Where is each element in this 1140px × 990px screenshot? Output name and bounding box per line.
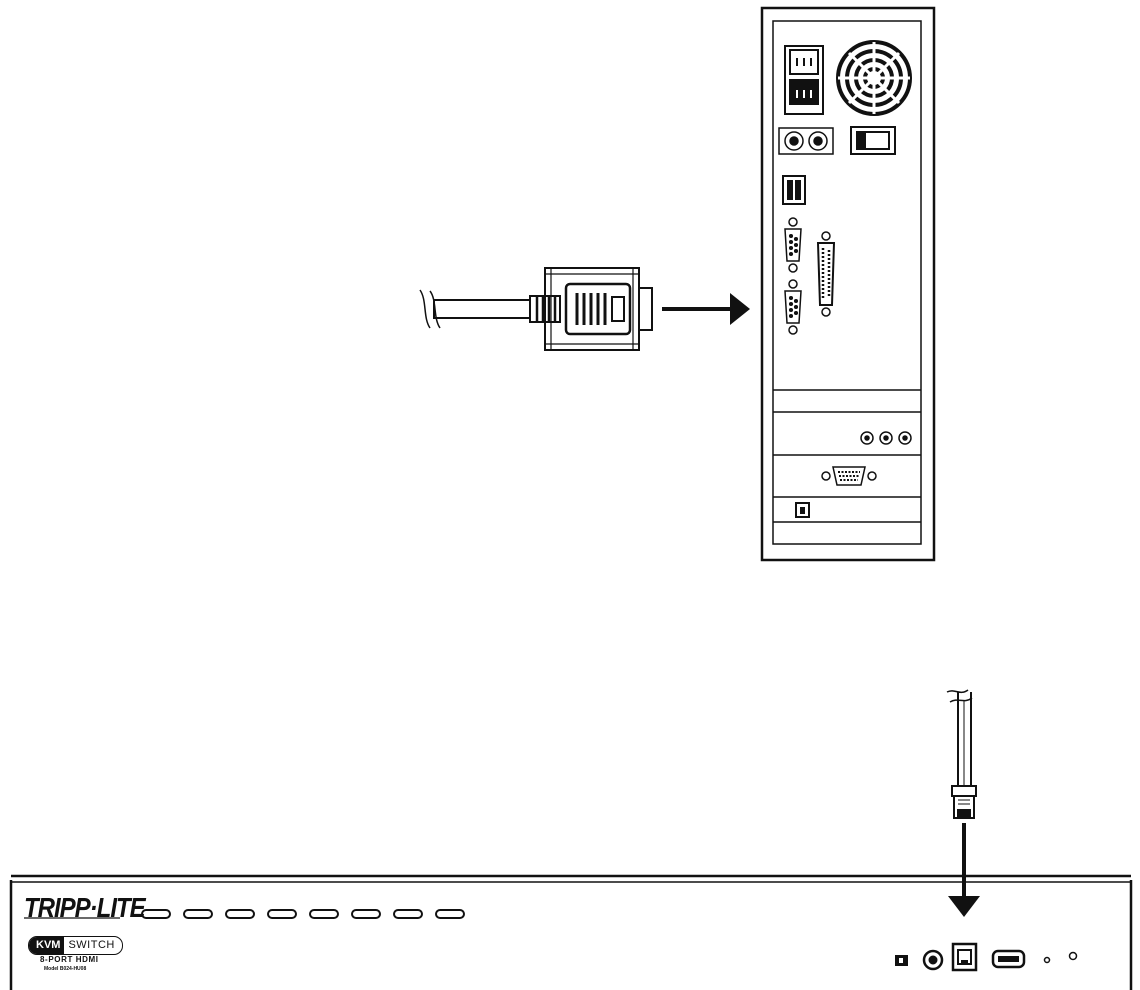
power-switch-icon xyxy=(850,126,896,155)
port-led-row xyxy=(141,909,465,919)
brand-logo: TRIPP·LITE xyxy=(24,893,146,925)
arrow-icon xyxy=(948,823,980,917)
parallel-port-icon xyxy=(816,231,836,317)
power-socket-icon xyxy=(784,45,824,115)
kvm-switch-panel xyxy=(9,874,1133,990)
reset-button-icon xyxy=(1068,951,1078,961)
optical-port-icon xyxy=(795,502,810,518)
db9-serial-plug-icon xyxy=(419,267,653,351)
usb-ports-icon xyxy=(782,175,806,205)
fan-grille-icon xyxy=(836,40,912,116)
switch-badge-label: SWITCH xyxy=(68,939,115,951)
pc-tower-rear-icon xyxy=(760,6,936,562)
led-icon xyxy=(1043,956,1051,964)
ps2-ports-icon xyxy=(778,127,834,155)
ports-label: 8-PORT HDMI xyxy=(40,955,99,964)
serial-port-1-icon xyxy=(784,217,802,273)
kvm-badge-label: KVM xyxy=(29,937,65,954)
dc-switch-icon xyxy=(895,955,908,966)
serial-port-2-icon xyxy=(784,279,802,335)
kvm-switch-badge: KVM SWITCH xyxy=(28,936,123,955)
power-jack-icon xyxy=(922,949,944,971)
model-label: Model B024-HU08 xyxy=(44,966,87,972)
rj45-plug-icon xyxy=(946,689,977,819)
rj45-port-icon xyxy=(951,942,978,972)
audio-jacks-icon xyxy=(860,431,912,445)
usb-port-icon xyxy=(991,949,1026,969)
vga-port-icon xyxy=(821,466,877,486)
arrow-icon xyxy=(662,293,750,325)
